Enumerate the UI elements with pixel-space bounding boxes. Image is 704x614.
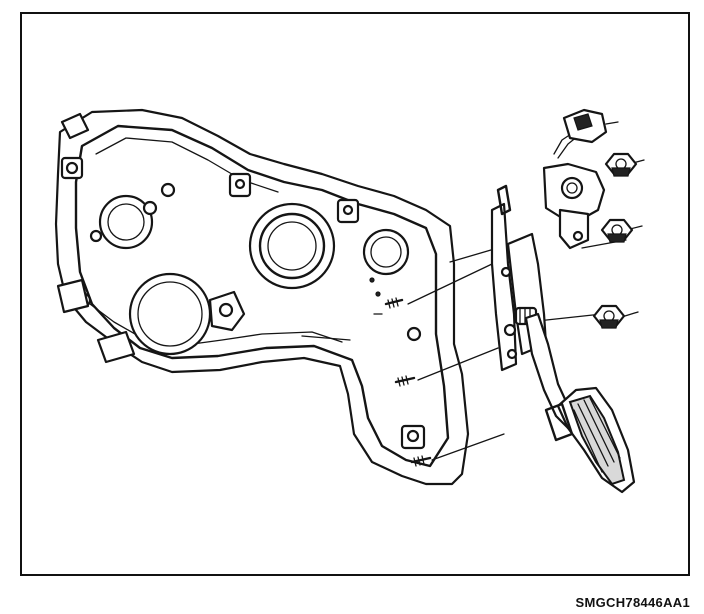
mounting-plate — [54, 108, 470, 486]
pedal-pad — [544, 386, 636, 494]
nut-lower — [592, 304, 626, 329]
pedal-position-sensor — [542, 123, 606, 250]
pedal-bracket — [490, 184, 548, 372]
diagram-frame — [20, 12, 690, 576]
sensor-connector — [562, 108, 619, 144]
pedal-assembly-illustration — [54, 108, 645, 494]
figure-reference-id: SMGCH78446AA1 — [575, 595, 690, 610]
nut-upper — [604, 152, 638, 177]
retaining-nuts — [592, 152, 638, 329]
plate-studs — [384, 297, 432, 467]
nut-middle — [600, 218, 634, 243]
